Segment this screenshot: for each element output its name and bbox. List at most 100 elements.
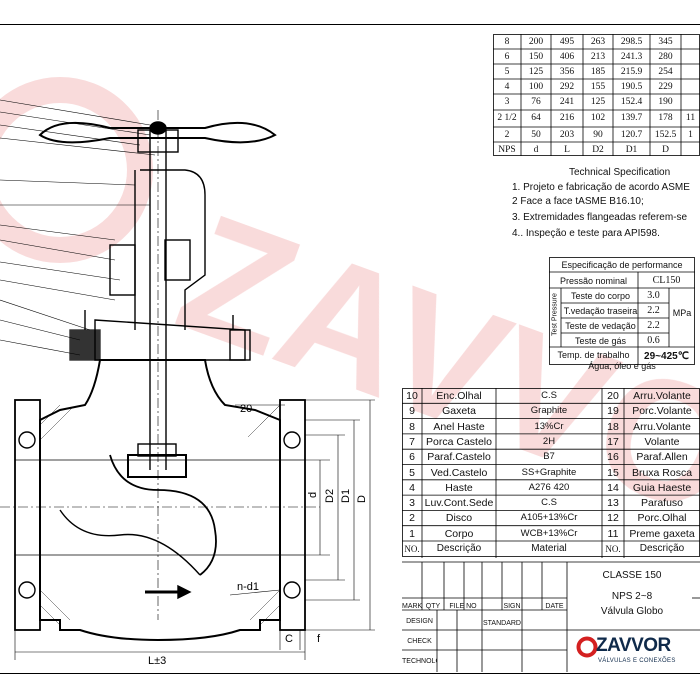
dim-holes: n-d1 bbox=[237, 581, 259, 593]
logo-mark-icon bbox=[576, 636, 598, 658]
dim-cell: 4 bbox=[504, 82, 510, 92]
dim-cell: 152.5 bbox=[654, 130, 677, 140]
perf-row-label: Teste de vedação bbox=[565, 321, 636, 331]
dim-extra-cell: 11 bbox=[685, 113, 696, 123]
tech-spec-item: 1. Projeto e fabricação de acordo ASME bbox=[512, 182, 690, 193]
part-material: C.S bbox=[541, 497, 557, 509]
perf-row-label: Teste de gás bbox=[574, 336, 627, 346]
part-desc: Anel Haste bbox=[433, 420, 485, 433]
dim-header-cell: D2 bbox=[592, 145, 604, 155]
dim-C: C bbox=[285, 633, 293, 645]
part-no: 5 bbox=[409, 466, 415, 479]
part-desc: Paraf.Castelo bbox=[427, 451, 491, 464]
part-desc: Ved.Castelo bbox=[430, 466, 488, 479]
tb-row-label: DESIGN bbox=[406, 618, 433, 625]
tb-header: MARK bbox=[402, 603, 422, 610]
dim-cell: 216 bbox=[559, 113, 575, 123]
part-desc: Disco bbox=[445, 512, 473, 525]
part-no: 20 bbox=[607, 390, 619, 402]
dim-cell: 125 bbox=[590, 97, 606, 107]
tech-spec-item: 4.. Inspeção e teste para API598. bbox=[512, 228, 660, 239]
handwheel bbox=[38, 121, 277, 153]
dim-cell: 152.4 bbox=[620, 97, 643, 107]
dim-header-cell: D bbox=[662, 145, 669, 155]
dim-cell: 76 bbox=[531, 97, 541, 107]
tb-header: DATE bbox=[545, 603, 564, 610]
dim-cell: 254 bbox=[658, 67, 673, 77]
part-desc: Enc.Olhal bbox=[436, 390, 482, 402]
bonnet bbox=[69, 310, 251, 361]
part-material: 13%Cr bbox=[534, 420, 564, 432]
part-no: 8 bbox=[409, 420, 415, 433]
part-no: 7 bbox=[409, 435, 415, 448]
part-no: 12 bbox=[607, 512, 619, 525]
temp-value: 29~425℃ bbox=[644, 351, 689, 362]
part-desc: Luv.Cont.Sede bbox=[424, 497, 494, 510]
perf-row-label: T.vedação traseira bbox=[563, 306, 638, 316]
dim-flange-thk: 20 bbox=[240, 403, 252, 415]
part-desc: Bruxa Rosca bbox=[631, 466, 693, 479]
part-no: 3 bbox=[409, 497, 415, 510]
part-desc: Corpo bbox=[444, 527, 474, 540]
yoke bbox=[109, 169, 206, 330]
part-no: 4 bbox=[409, 481, 415, 494]
parts-header-desc: Descrição bbox=[436, 543, 482, 554]
part-no: 2 bbox=[409, 512, 415, 525]
tb-classe: CLASSE 150 bbox=[602, 570, 662, 581]
dim-cell: 125 bbox=[528, 67, 544, 77]
tech-spec-item: 3. Extremidades flangeadas referem-se bbox=[512, 212, 688, 223]
part-desc: Volante bbox=[644, 435, 680, 448]
drawing-border bbox=[0, 24, 700, 674]
dim-cell: 356 bbox=[559, 67, 575, 77]
temp-label: Temp. de trabalho bbox=[557, 350, 630, 360]
dim-cell: 3 bbox=[504, 97, 510, 107]
logo-tagline: VÁLVULAS E CONEXÕES bbox=[598, 658, 676, 664]
dim-cell: 213 bbox=[590, 52, 606, 62]
dim-D2: D2 bbox=[324, 489, 336, 503]
part-material: WCB+13%Cr bbox=[520, 527, 578, 539]
part-desc: Paraf.Allen bbox=[636, 451, 688, 464]
dim-cell: 241.3 bbox=[620, 52, 643, 62]
part-no: 13 bbox=[607, 497, 619, 510]
tb-row-label: TECHNOLOGY bbox=[402, 658, 437, 665]
dim-header-cell: d bbox=[533, 145, 539, 155]
logo-name: ZAVVOR bbox=[596, 635, 671, 656]
dim-cell: 100 bbox=[528, 82, 544, 92]
part-no: 1 bbox=[409, 527, 415, 540]
tb-standard: STANDARD bbox=[483, 620, 521, 627]
valve-drawing: 20 d D2 D1 D n-d1 C f L±3 bbox=[0, 99, 375, 667]
perf-row-label: Teste do corpo bbox=[570, 291, 631, 301]
dimension-lines bbox=[14, 399, 375, 660]
perf-unit: MPa bbox=[672, 308, 692, 318]
dim-cell: 280 bbox=[658, 52, 673, 62]
dim-cell: 292 bbox=[559, 82, 575, 92]
part-desc: Guia Haeste bbox=[632, 481, 692, 494]
dim-cell: 2 bbox=[504, 130, 510, 140]
dim-D1: D1 bbox=[340, 489, 352, 503]
dim-cell: 90 bbox=[593, 130, 603, 140]
dim-f: f bbox=[317, 633, 321, 645]
part-no: 18 bbox=[607, 420, 619, 433]
part-desc: Porc.Olhal bbox=[637, 512, 687, 525]
dim-cell: 345 bbox=[658, 37, 673, 47]
dim-cell: 406 bbox=[559, 52, 575, 62]
leader-lines bbox=[0, 99, 156, 356]
dim-cell: 50 bbox=[531, 130, 541, 140]
medium: Água, óleo e gás bbox=[588, 361, 656, 371]
dim-cell: 241 bbox=[559, 97, 575, 107]
part-no: 15 bbox=[607, 466, 619, 479]
part-material: B7 bbox=[543, 451, 555, 463]
part-desc: Haste bbox=[445, 481, 473, 494]
part-no: 11 bbox=[607, 527, 619, 540]
perf-row-value: 0.6 bbox=[647, 335, 660, 346]
performance-table: Especificação de performance Pressão nom… bbox=[549, 257, 695, 371]
part-no: 14 bbox=[607, 481, 619, 494]
dim-cell: 120.7 bbox=[620, 130, 643, 140]
dim-cell: 2 1/2 bbox=[497, 113, 517, 123]
part-no: 19 bbox=[607, 405, 619, 418]
dim-L: L±3 bbox=[148, 655, 166, 667]
dim-cell: 203 bbox=[559, 130, 575, 140]
tb-name: Válvula Globo bbox=[600, 606, 664, 617]
dim-cell: 215.9 bbox=[620, 67, 643, 77]
